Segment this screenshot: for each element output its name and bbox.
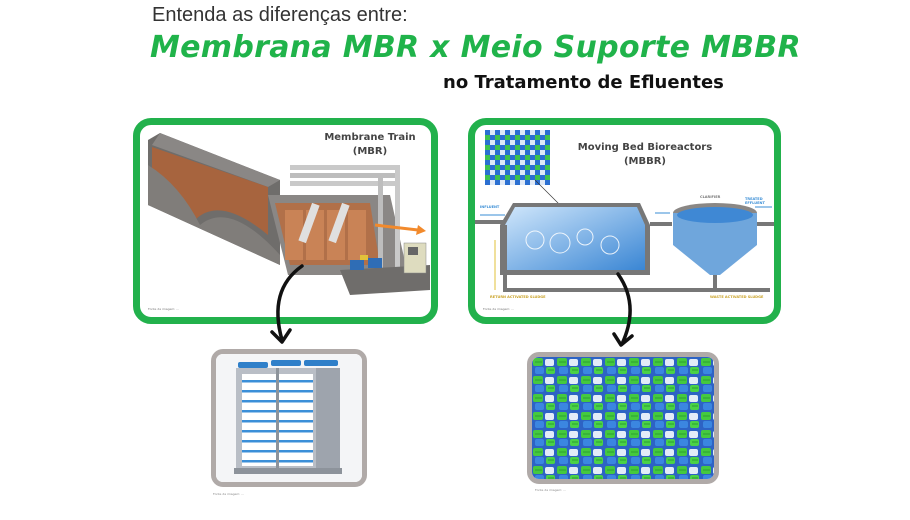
mbr-plant-illustration	[148, 133, 430, 295]
mbbr-panel: Moving Bed Bioreactors (MBBR) INFLUENT C…	[468, 118, 781, 324]
arrow-mbr-icon	[276, 264, 304, 342]
mbr-membrane-module-photo	[211, 349, 367, 487]
return-sludge-label: RETURN ACTIVATED SLUDGE	[490, 295, 546, 299]
mbbr-title-line2: (MBBR)	[623, 156, 667, 167]
mbbr-title-line1: Moving Bed Bioreactors	[577, 142, 713, 153]
intro-text: Entenda as diferenças entre:	[152, 4, 408, 26]
mbbr-process-illustration	[475, 130, 774, 292]
mbbr-carrier-media-photo	[527, 352, 719, 484]
clarifier-label: CLARIFIER	[700, 195, 721, 199]
treated-effluent-label: TREATED EFFLUENT	[745, 197, 765, 205]
influent-label: INFLUENT	[480, 205, 500, 209]
mbr-title-line1: Membrane Train	[324, 132, 416, 143]
mbr-image-credit: Fonte da imagem: ...	[148, 307, 180, 311]
mbbr-photo-caption: Fonte da imagem: ...	[535, 488, 567, 492]
mbr-panel: Membrane Train (MBR) Fonte da imagem: ..…	[133, 118, 438, 324]
waste-sludge-label: WASTE ACTIVATED SLUDGE	[710, 295, 764, 299]
main-title: Membrana MBR x Meio Suporte MBBR	[150, 30, 801, 65]
mbr-photo-caption: Fonte da imagem: ...	[213, 492, 245, 496]
arrow-mbbr-icon	[616, 272, 632, 346]
subtitle: no Tratamento de Efluentes	[443, 72, 724, 93]
mbbr-image-credit: Fonte da imagem: ...	[483, 307, 515, 311]
mbr-title-line2: (MBR)	[352, 146, 388, 157]
